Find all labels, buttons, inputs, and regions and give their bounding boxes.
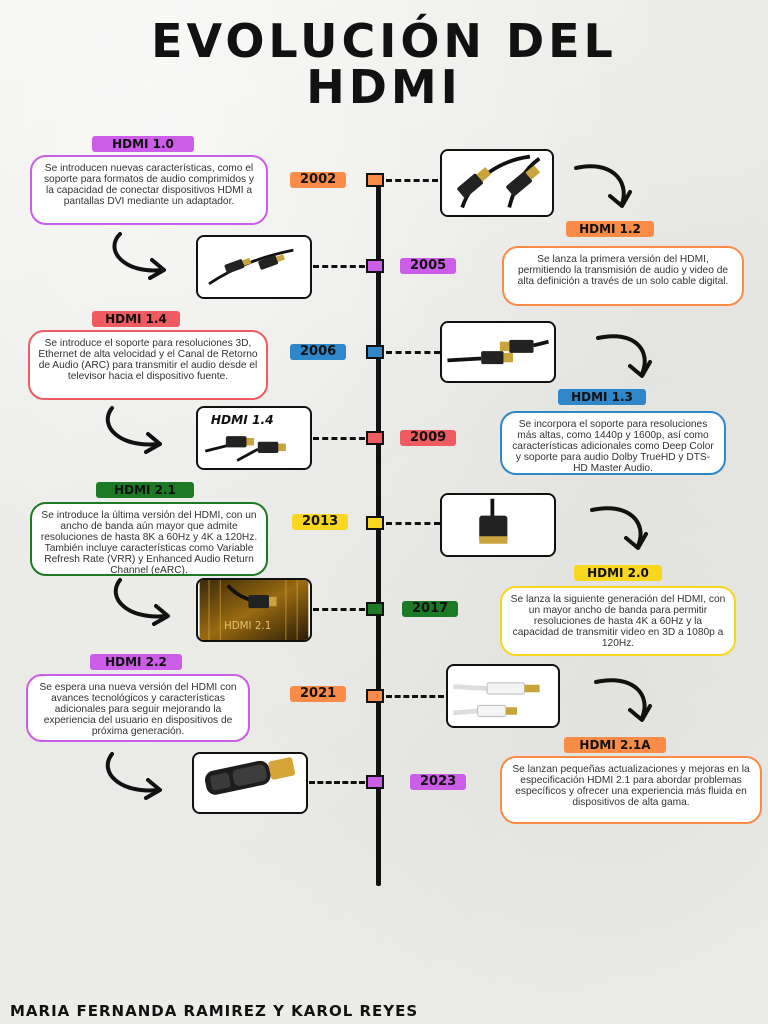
description-hdmi-2-1a: Se lanzan pequeñas actualizaciones y mej… — [500, 756, 762, 824]
hdmi-2-1-logo: HDMI 2.1 — [224, 620, 271, 632]
hdmi-cable-icon — [199, 237, 309, 297]
year-label-2006: 2006 — [290, 344, 347, 360]
version-label-hdmi-1-0: HDMI 1.0 — [92, 136, 194, 152]
photo-hdmi-cable-2023 — [192, 752, 308, 814]
timeline-node-2021 — [366, 689, 384, 703]
photo-hdmi-cable-2013 — [440, 493, 556, 557]
description-hdmi-1-4: Se introduce el soporte para resolucione… — [28, 330, 268, 400]
connector-2021 — [386, 695, 444, 698]
page-title-line-1: EVOLUCIÓN DEL — [151, 14, 617, 68]
page-title-line-2: HDMI — [306, 60, 462, 114]
version-label-hdmi-1-4: HDMI 1.4 — [92, 311, 180, 327]
description-hdmi-2-0: Se lanza la siguiente generación del HDM… — [500, 586, 736, 656]
description-hdmi-1-2: Se lanza la primera versión del HDMI, pe… — [502, 246, 744, 306]
hdmi-cable-icon: HDMI 2.1 — [199, 580, 309, 640]
photo-hdmi-cable-2005 — [196, 235, 312, 299]
timeline-spine — [376, 178, 381, 886]
version-label-hdmi-1-3: HDMI 1.3 — [558, 389, 646, 405]
year-label-2017: 2017 — [402, 601, 459, 617]
description-hdmi-2-2: Se espera una nueva versión del HDMI con… — [26, 674, 250, 742]
description-hdmi-1-3: Se incorpora el soporte para resolucione… — [500, 411, 726, 475]
hdmi-cable-icon — [443, 323, 553, 381]
timeline-node-2002 — [366, 173, 384, 187]
photo-hdmi-cable-2006 — [440, 321, 556, 383]
author-credits: MARIA FERNANDA RAMIREZ Y KAROL REYES — [10, 1002, 419, 1020]
description-hdmi-2-1: Se introduce la última versión del HDMI,… — [30, 502, 268, 576]
connector-2009 — [313, 437, 365, 440]
curved-arrow-icon — [594, 678, 652, 722]
curved-arrow-icon — [574, 164, 632, 208]
connector-2023 — [309, 781, 365, 784]
version-label-hdmi-1-2: HDMI 1.2 — [566, 221, 654, 237]
hdmi-cable-icon — [443, 151, 551, 215]
photo-hdmi-cable-2002 — [440, 149, 554, 217]
hdmi-cable-icon: HDMI 1.4 — [199, 408, 309, 468]
version-label-hdmi-2-2: HDMI 2.2 — [90, 654, 182, 670]
description-hdmi-1-0: Se introducen nuevas características, co… — [30, 155, 268, 225]
timeline-node-2006 — [366, 345, 384, 359]
photo-hdmi-1-4-cable-2009: HDMI 1.4 — [196, 406, 312, 470]
hdmi-cable-icon — [195, 754, 305, 812]
version-label-hdmi-2-1: HDMI 2.1 — [96, 482, 194, 498]
curved-arrow-icon — [112, 232, 166, 280]
hdmi-cable-icon — [449, 666, 557, 726]
year-label-2002: 2002 — [290, 172, 347, 188]
photo-hdmi-cable-2021 — [446, 664, 560, 728]
timeline-node-2005 — [366, 259, 384, 273]
connector-2006 — [386, 351, 440, 354]
timeline-node-2009 — [366, 431, 384, 445]
connector-2017 — [313, 608, 365, 611]
year-label-2021: 2021 — [290, 686, 347, 702]
year-label-2005: 2005 — [400, 258, 457, 274]
curved-arrow-icon — [105, 406, 162, 454]
timeline-node-2017 — [366, 602, 384, 616]
curved-arrow-icon — [590, 506, 648, 550]
year-label-2013: 2013 — [292, 514, 349, 530]
page-title: EVOLUCIÓN DEL HDMI — [0, 18, 768, 110]
curved-arrow-icon — [596, 334, 652, 378]
curved-arrow-icon — [105, 752, 162, 800]
curved-arrow-icon — [113, 578, 170, 626]
year-label-2023: 2023 — [410, 774, 467, 790]
version-label-hdmi-2-0: HDMI 2.0 — [574, 565, 662, 581]
photo-hdmi-2-1-cable-2017: HDMI 2.1 — [196, 578, 312, 642]
connector-2002 — [386, 179, 438, 182]
timeline-node-2023 — [366, 775, 384, 789]
timeline-node-2013 — [366, 516, 384, 530]
hdmi-cable-icon — [443, 495, 553, 555]
connector-2005 — [313, 265, 365, 268]
version-label-hdmi-2-1a: HDMI 2.1A — [564, 737, 666, 753]
hdmi-1-4-logo: HDMI 1.4 — [211, 413, 274, 427]
year-label-2009: 2009 — [400, 430, 457, 446]
connector-2013 — [386, 522, 440, 525]
